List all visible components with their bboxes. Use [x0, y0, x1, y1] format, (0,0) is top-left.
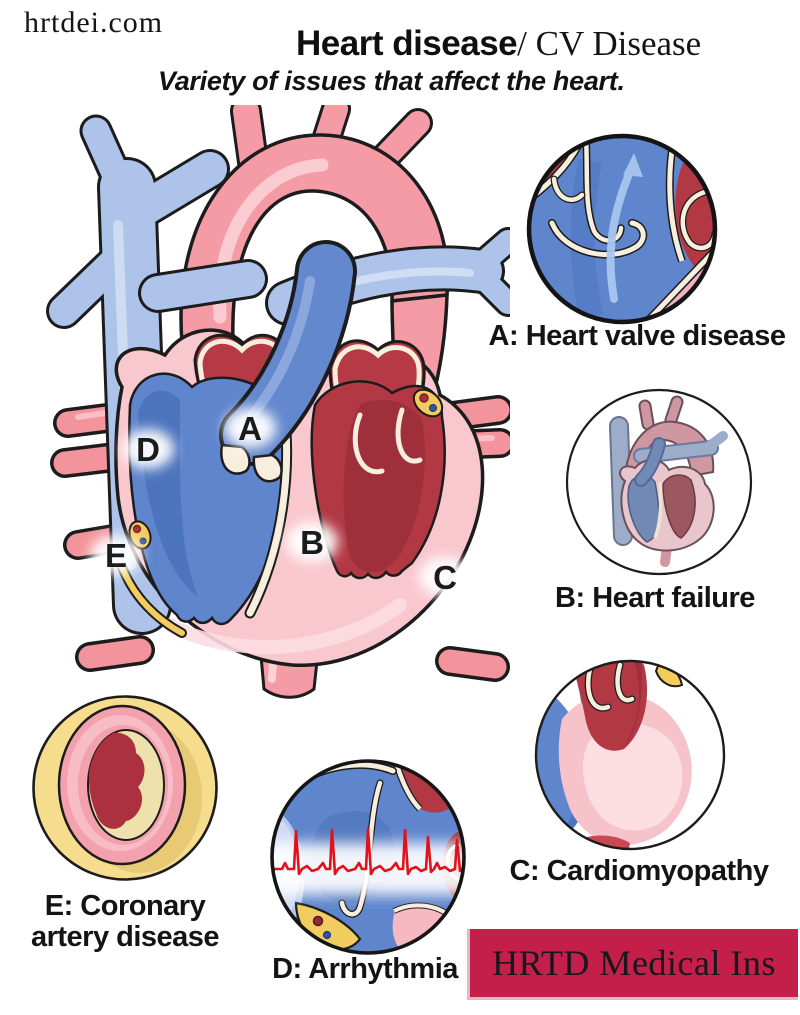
- valve-cusps: [220, 443, 283, 483]
- blood-clot: [88, 732, 145, 829]
- banner-text: HRTD Medical Ins: [492, 943, 776, 983]
- artery-cross-section: [57, 704, 187, 866]
- inset-c-cardiomyopathy-illustration: [534, 659, 726, 851]
- marker-e: E: [105, 537, 127, 574]
- failing-heart: [609, 395, 728, 567]
- title-main: Heart disease: [296, 24, 518, 63]
- blood-flow-arrow: [606, 153, 643, 303]
- title-suffix: / CV Disease: [517, 24, 702, 63]
- footer-banner: HRTD Medical Ins: [467, 929, 798, 1000]
- inset-d-arrhythmia-illustration: [270, 759, 466, 955]
- marker-b: B: [300, 524, 324, 561]
- marker-d: D: [136, 431, 160, 468]
- label-coronary-line2: artery disease: [30, 921, 220, 953]
- label-coronary-line1: E: Coronary: [44, 890, 206, 922]
- marker-c: C: [433, 559, 457, 596]
- aorta: [179, 105, 450, 439]
- inset-a-heart-valve-disease-illustration: [526, 133, 718, 325]
- ecg-trace: [272, 827, 464, 895]
- label-coronary-artery-disease: E: Coronary artery disease: [30, 890, 220, 953]
- label-heart-failure: B: Heart failure: [555, 582, 755, 614]
- marker-a: A: [238, 410, 262, 447]
- label-cardiomyopathy: C: Cardiomyopathy: [509, 855, 769, 887]
- page-subtitle: Variety of issues that affect the heart.: [158, 66, 625, 96]
- inset-e-coronary-artery-disease-illustration: [32, 695, 218, 881]
- inset-b-heart-failure-illustration: [565, 388, 753, 576]
- left-ventricle: [310, 380, 446, 580]
- heart-markers: A B C D E: [90, 408, 471, 597]
- site-watermark: hrtdei.com: [24, 6, 164, 39]
- coronary-artery: [117, 388, 444, 638]
- page-title: Heart disease / CV Disease: [296, 24, 701, 64]
- label-heart-valve-disease: A: Heart valve disease: [488, 320, 786, 352]
- heart-illustration: A B C D E: [46, 105, 510, 699]
- label-arrhythmia: D: Arrhythmia: [272, 953, 458, 985]
